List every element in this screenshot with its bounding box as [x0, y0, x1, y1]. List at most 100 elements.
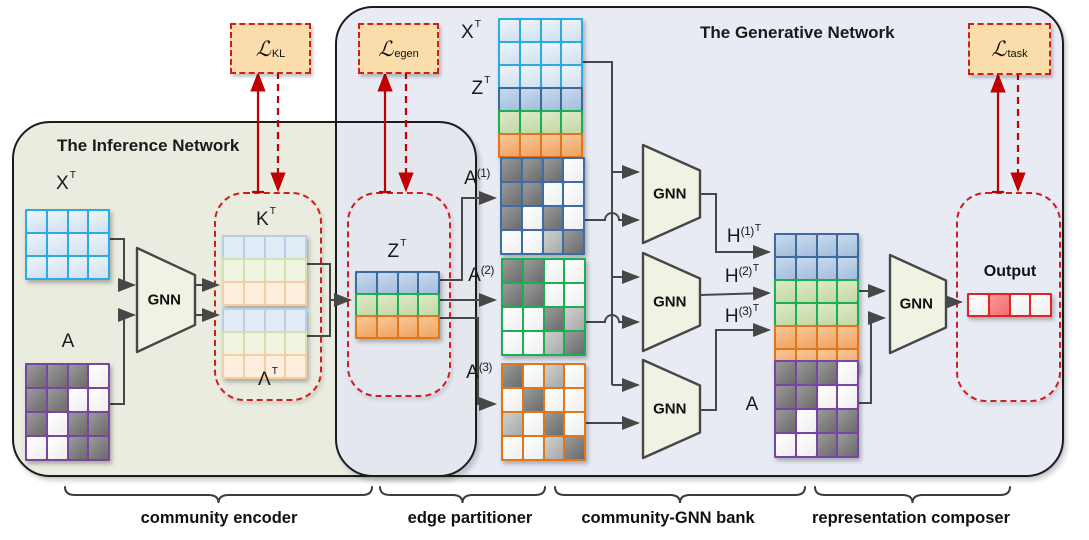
- matrix-cell: [244, 237, 264, 258]
- matrix-cell: [564, 207, 583, 229]
- gnn-bank-3: [641, 358, 702, 460]
- loss-kl-symbol: ℒ: [255, 36, 271, 61]
- label-h1-base: H: [726, 226, 741, 247]
- matrix-row: [222, 235, 307, 260]
- matrix-cell: [776, 304, 795, 325]
- matrix-cell: [47, 413, 67, 435]
- matrix-cell: [27, 257, 46, 278]
- label-z-gen: ZT: [471, 74, 490, 100]
- wire-z-to-a3: [440, 317, 497, 411]
- matrix-cell: [565, 284, 584, 306]
- matrix-adjacency-composer: [774, 360, 859, 458]
- brace-community-encoder-label: community encoder: [140, 509, 298, 527]
- label-a3-base: A: [466, 362, 479, 383]
- matrix-cell: [776, 362, 795, 384]
- matrix-cell: [565, 332, 584, 354]
- label-lambda: ΛT: [257, 365, 278, 391]
- matrix-cell: [543, 207, 563, 229]
- matrix-cell: [796, 304, 816, 325]
- label-x-inference: XT: [56, 169, 76, 195]
- matrix-cell: [224, 310, 243, 331]
- matrix-cell: [796, 327, 816, 348]
- brace-representation-composer-label: representation composer: [811, 509, 1011, 527]
- matrix-cell: [838, 434, 857, 456]
- gnn-bank-1-label: GNN: [653, 185, 687, 203]
- matrix-cell: [565, 413, 584, 435]
- matrix-cell: [503, 389, 522, 411]
- matrix-cell: [541, 43, 561, 64]
- matrix-cell: [27, 365, 46, 387]
- matrix-cell: [503, 308, 522, 330]
- matrix-row: [774, 384, 859, 410]
- label-h3-sup2: T: [752, 302, 760, 314]
- matrix-cell: [838, 304, 857, 325]
- label-a-composer-base: A: [745, 394, 759, 415]
- matrix-cell: [796, 258, 816, 279]
- matrix-cell: [817, 434, 837, 456]
- matrix-cell: [541, 66, 561, 87]
- matrix-cell: [286, 310, 305, 331]
- matrix-cell: [523, 260, 543, 282]
- matrix-cell: [89, 437, 108, 459]
- matrix-cell: [286, 260, 305, 281]
- matrix-cell: [244, 260, 264, 281]
- wire-feature-bus: [583, 61, 613, 385]
- matrix-adjacency-inference: [25, 363, 110, 461]
- label-a3: A(3): [466, 360, 492, 384]
- matrix-cell: [419, 273, 438, 293]
- matrix-cell: [544, 260, 564, 282]
- matrix-cell: [68, 257, 88, 278]
- wire-klambda-bracket: [307, 263, 331, 337]
- matrix-cell: [523, 389, 543, 411]
- matrix-cell: [224, 333, 243, 354]
- matrix-cell: [776, 258, 795, 279]
- matrix-cell: [520, 89, 540, 110]
- matrix-cell: [523, 332, 543, 354]
- output-label: Output: [983, 263, 1037, 280]
- matrix-row: [498, 110, 583, 135]
- matrix-cell: [776, 327, 795, 348]
- matrix-cell: [565, 260, 584, 282]
- matrix-row: [222, 308, 307, 333]
- matrix-cell: [244, 283, 264, 304]
- matrix-cell: [544, 332, 564, 354]
- matrix-cell: [503, 437, 522, 459]
- label-h2-sup: (2): [738, 264, 753, 278]
- matrix-cell: [522, 231, 542, 253]
- matrix-a3-matrix: [501, 363, 586, 461]
- gnn-encoder-label: GNN: [147, 291, 181, 309]
- label-a1-sup: (1): [476, 166, 491, 180]
- label-lambda-base: Λ: [257, 369, 271, 390]
- matrix-row: [500, 181, 585, 207]
- matrix-cell: [520, 135, 540, 156]
- matrix-cell: [502, 183, 521, 205]
- label-h3-base: H: [724, 306, 739, 327]
- label-a2: A(2): [468, 263, 494, 287]
- matrix-row: [774, 408, 859, 434]
- matrix-cell: [224, 356, 243, 377]
- matrix-cell: [1010, 295, 1030, 315]
- matrix-cell: [541, 135, 561, 156]
- matrix-cell: [244, 333, 264, 354]
- matrix-cell: [503, 413, 522, 435]
- brace-community-gnn-bank: [554, 486, 806, 504]
- gnn-encoder: [135, 246, 197, 354]
- loss-kl-subscript: KL: [271, 47, 286, 60]
- matrix-cell: [244, 356, 264, 377]
- matrix-cell: [502, 231, 521, 253]
- matrix-output-row: [967, 293, 1052, 317]
- matrix-cell: [562, 20, 581, 41]
- matrix-cell: [523, 413, 543, 435]
- matrix-row: [501, 387, 586, 413]
- matrix-cell: [357, 295, 376, 315]
- matrix-row: [501, 330, 586, 356]
- matrix-cell: [564, 183, 583, 205]
- matrix-cell: [27, 389, 46, 411]
- matrix-cell: [224, 283, 243, 304]
- matrix-cell: [47, 365, 67, 387]
- matrix-row: [774, 302, 859, 327]
- matrix-cell: [796, 362, 816, 384]
- matrix-row: [500, 205, 585, 231]
- matrix-cell: [47, 211, 67, 232]
